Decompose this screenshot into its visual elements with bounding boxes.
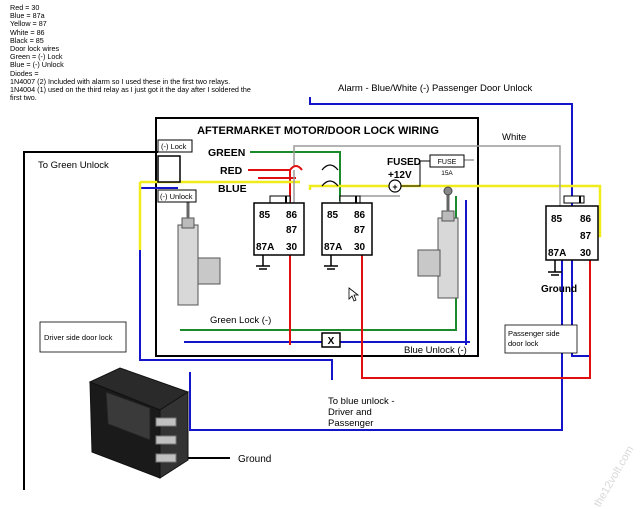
driver-door-label: Driver side door lock [44, 333, 113, 342]
relay-pin-86: 86 [354, 210, 366, 221]
ground-label-right: Ground [541, 284, 577, 295]
note-line: Diodes = [10, 68, 39, 78]
lock-tag-label: (-) Lock [161, 142, 187, 151]
relay-pin-30: 30 [286, 242, 298, 253]
fuse-rating: 15A [441, 170, 453, 177]
relay-1: 85 86 87 87A 30 [253, 202, 305, 256]
passenger-door-label-2: door lock [508, 339, 539, 348]
wire-hop-icon [321, 164, 339, 171]
green-wires [180, 151, 457, 331]
note-line: Door lock wires [10, 44, 60, 54]
passenger-actuator-icon [417, 186, 459, 299]
main-panel-frame [155, 117, 479, 357]
driver-actuator-icon [177, 193, 221, 306]
ground-icon [256, 255, 270, 270]
relay-pin-86: 86 [580, 214, 592, 225]
relay-pin-87: 87 [580, 231, 592, 242]
relay-pin-87a: 87A [324, 242, 342, 253]
white-wire-label: White [502, 132, 526, 143]
fused-label: FUSED [387, 157, 421, 168]
relay-pin-30: 30 [354, 242, 366, 253]
blue-unlock-label: Blue Unlock (-) [404, 345, 467, 356]
relay-2: 85 86 87 87A 30 [321, 202, 373, 256]
note-line: 1N4004 (1) used on the third relay as I … [10, 85, 251, 95]
blue-wires [139, 97, 590, 431]
note-line: Red = 30 [10, 3, 40, 12]
relay-pin-87a: 87A [256, 242, 274, 253]
white-wires [293, 145, 561, 206]
note-line: Green = (-) Lock [10, 52, 63, 62]
blue-wire-label: BLUE [218, 183, 247, 195]
note-line: first two. [10, 93, 37, 103]
mouse-cursor-icon [348, 287, 360, 302]
fuse-label: FUSE [438, 159, 457, 166]
to-blue-unlock-label-3: Passenger [328, 418, 373, 429]
note-line: Blue = 87a [10, 11, 45, 21]
unlock-tag [157, 189, 197, 203]
note-line: Blue = (-) Unlock [10, 60, 64, 70]
relay-pin-85: 85 [551, 214, 563, 225]
relay-pin-85: 85 [259, 210, 271, 221]
note-line: Yellow = 87 [10, 19, 47, 29]
power-plus-icon: + [392, 182, 397, 192]
relay-3: 85 86 87 87A 30 [545, 205, 599, 261]
passenger-door-label-1: Passenger side [508, 329, 560, 338]
wire-hop-icon [321, 180, 339, 187]
junction-box [321, 332, 341, 348]
passenger-door-box [504, 324, 578, 354]
ground-icon [548, 260, 562, 276]
note-line: 1N4007 (2) Included with alarm so I used… [10, 76, 231, 86]
to-green-unlock-label: To Green Unlock [38, 160, 109, 171]
diode-icon [563, 195, 585, 204]
to-blue-unlock-label-2: Driver and [328, 407, 372, 418]
relay-pin-85: 85 [327, 210, 339, 221]
wire-hop-icon [289, 165, 303, 171]
plus12v-label: +12V [388, 170, 412, 181]
relay-pin-87a: 87A [548, 248, 566, 259]
relay-pin-30: 30 [580, 248, 592, 259]
to-blue-unlock-label-1: To blue unlock - [328, 396, 395, 407]
note-line: White = 86 [10, 27, 45, 37]
green-lock-label: Green Lock (-) [210, 315, 271, 326]
ground-icon [324, 255, 338, 270]
green-wire-label: GREEN [208, 147, 245, 159]
junction-label: X [328, 336, 335, 347]
driver-door-box [39, 321, 127, 353]
diagram-title: AFTERMARKET MOTOR/DOOR LOCK WIRING [197, 125, 439, 137]
fuse-lead [401, 160, 430, 187]
relay-pin-87: 87 [286, 225, 298, 236]
notes-legend: Red = 30 Blue = 87a Yellow = 87 White = … [10, 3, 251, 103]
diode-icon [269, 195, 291, 204]
note-line: Black = 85 [10, 35, 44, 45]
lock-tag [157, 139, 193, 153]
red-wire-label: RED [220, 165, 243, 177]
ground-label-bottom: Ground [238, 454, 271, 465]
unlock-tag-label: (-) Unlock [160, 192, 193, 201]
relay-pin-86: 86 [286, 210, 298, 221]
diode-icon [339, 195, 361, 204]
relay-pin-87: 87 [354, 225, 366, 236]
lock-unlock-connector [157, 155, 181, 183]
alarm-unlock-label: Alarm - Blue/White (-) Passenger Door Un… [338, 83, 533, 94]
rocker-switch-icon [88, 367, 190, 479]
wiring-diagram: AFTERMARKET MOTOR/DOOR LOCK WIRING [23, 83, 602, 490]
